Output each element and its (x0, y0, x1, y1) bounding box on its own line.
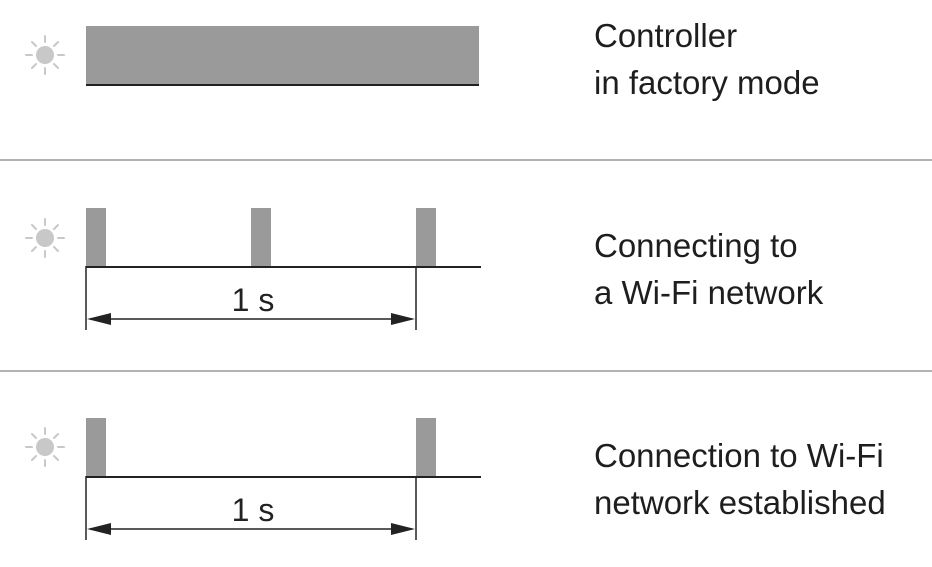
status-description-connected: Connection to Wi-Fi network established (594, 432, 886, 526)
arrow-right-icon (391, 523, 415, 535)
signal-pulse (86, 208, 106, 266)
arrow-left-icon (87, 523, 111, 535)
led-light-icon (25, 218, 65, 258)
signal-pulse (251, 208, 271, 266)
arrow-left-icon (87, 313, 111, 325)
status-line-1: Connecting to (594, 227, 798, 264)
row-connecting: 1 s (25, 208, 481, 330)
status-line-2: network established (594, 484, 886, 521)
status-line-1: Connection to Wi-Fi (594, 437, 884, 474)
signal-pulse (416, 208, 436, 266)
status-line-2: in factory mode (594, 64, 820, 101)
status-description-factory-mode: Controller in factory mode (594, 12, 820, 106)
signal-pulse (416, 418, 436, 476)
led-light-icon (25, 427, 65, 467)
status-description-connecting: Connecting to a Wi-Fi network (594, 222, 823, 316)
period-label: 1 s (232, 282, 275, 318)
steady-signal-block (86, 26, 479, 84)
arrow-right-icon (391, 313, 415, 325)
status-line-2: a Wi-Fi network (594, 274, 824, 311)
led-light-icon (25, 35, 65, 75)
status-line-1: Controller (594, 17, 738, 54)
signal-pulse (86, 418, 106, 476)
period-label: 1 s (232, 492, 275, 528)
row-connected: 1 s (25, 418, 481, 540)
row-factory-mode (25, 26, 479, 86)
